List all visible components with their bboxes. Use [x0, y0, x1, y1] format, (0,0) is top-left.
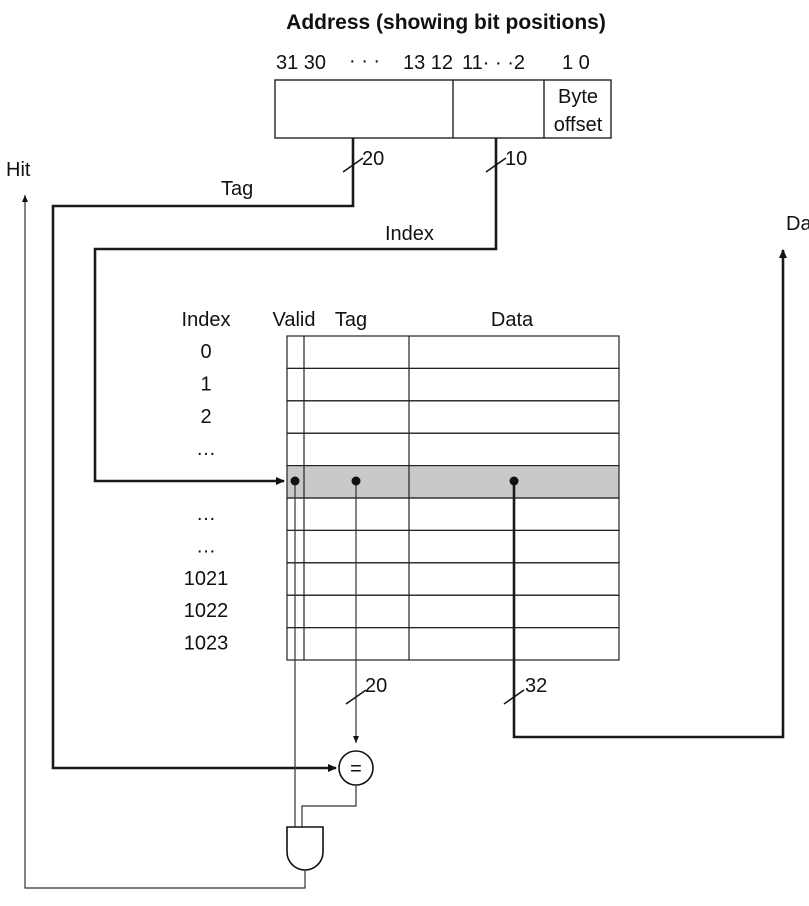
compare-result-wire: [301, 785, 357, 827]
row-index-label: 1021: [184, 568, 229, 590]
cache-row: [286, 529, 620, 564]
address-register: [274, 79, 612, 139]
table-header-tag: Tag: [335, 309, 367, 331]
data-tap-dot: [509, 476, 519, 486]
tag-width-slash: [342, 157, 364, 173]
address-title: Address (showing bit positions): [286, 11, 606, 34]
cache-table: [286, 335, 620, 661]
row-index-labels: 0 1 2 … … … 1021 1022 1023: [184, 341, 229, 655]
table-header-valid: Valid: [273, 309, 316, 331]
byte-offset-label-line1: Byte: [558, 86, 598, 108]
bits-dots-label: · · ·: [349, 50, 380, 72]
tag-out-width-label: 20: [365, 675, 387, 697]
row-index-label: 1022: [184, 600, 229, 622]
valid-tap-dot: [290, 476, 300, 486]
index-width-label: 10: [505, 148, 527, 170]
bits-13-12-label: 13 12: [403, 52, 453, 74]
bits-31-30-label: 31 30: [276, 52, 326, 74]
bits-11-2-label: 11· · ·2: [462, 52, 525, 74]
cache-row: [286, 497, 620, 532]
tag-out-width-slash: [345, 689, 367, 705]
index-width-slash: [485, 157, 507, 173]
cache-row: [286, 335, 620, 370]
hit-wire: [22, 195, 306, 889]
row-index-label: …: [196, 438, 216, 460]
data-out-width-label: 32: [525, 675, 547, 697]
row-index-label: 2: [200, 406, 211, 428]
cache-row: [286, 562, 620, 596]
row-index-label: 1: [200, 373, 211, 395]
data-out-wire: [512, 249, 787, 739]
byte-offset-label-line2: offset: [554, 114, 603, 136]
table-header-data: Data: [491, 309, 534, 331]
row-index-label: …: [196, 503, 216, 525]
selected-cache-row: [286, 465, 620, 499]
index-wire-label: Index: [385, 223, 434, 245]
row-index-label: …: [196, 535, 216, 557]
data-out-width-slash: [503, 689, 525, 705]
table-header-index: Index: [182, 309, 231, 331]
tag-width-label: 20: [362, 148, 384, 170]
cache-row: [286, 432, 620, 467]
bits-1-0-label: 1 0: [562, 52, 590, 74]
tag-wire-label: Tag: [221, 178, 253, 200]
row-index-label: 0: [200, 341, 211, 363]
row-index-label: 1023: [184, 633, 229, 655]
hit-output-label: Hit: [6, 159, 31, 181]
and-gate: [286, 826, 324, 871]
tag-wire: [51, 138, 355, 772]
cache-row: [286, 367, 620, 402]
comparator-symbol: =: [350, 758, 362, 780]
cache-row: [286, 594, 620, 629]
cache-row: [286, 400, 620, 434]
index-wire: [93, 138, 498, 485]
tag-tap-dot: [351, 476, 361, 486]
data-output-label: Data: [786, 213, 809, 235]
cache-row: [286, 626, 620, 661]
